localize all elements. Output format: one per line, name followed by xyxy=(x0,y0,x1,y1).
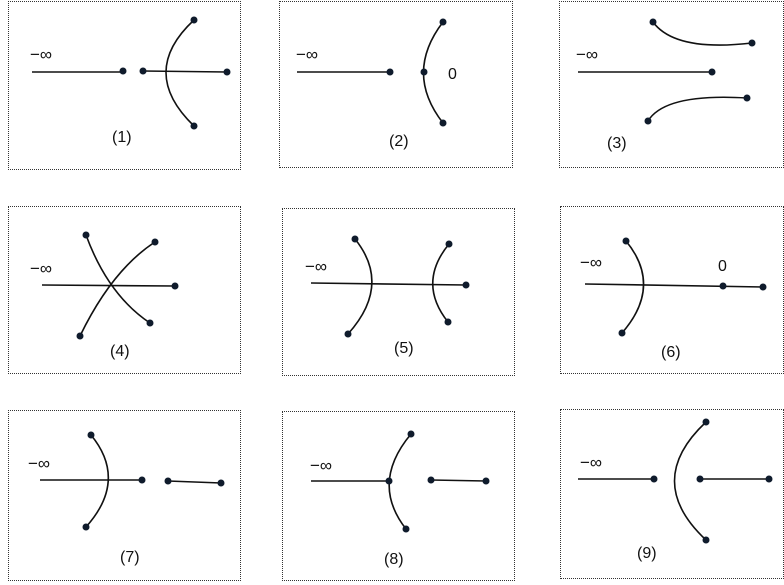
pole-point xyxy=(407,430,415,438)
branch-curve xyxy=(621,240,645,334)
pole-point xyxy=(743,94,751,102)
branch-curve xyxy=(79,241,156,337)
zero-label: 0 xyxy=(448,66,457,83)
panel-8 xyxy=(282,411,515,581)
pole-point xyxy=(146,319,154,327)
pole-point xyxy=(82,523,90,531)
panel-5-lines xyxy=(310,238,467,335)
panel-9-lines xyxy=(578,421,769,541)
pole-point xyxy=(386,68,394,76)
pole-point xyxy=(223,68,231,76)
branch-curve xyxy=(647,96,748,122)
zero-label: 0 xyxy=(718,258,727,275)
panel-label: (4) xyxy=(110,343,130,360)
pole-point xyxy=(650,475,658,483)
branch-curve xyxy=(652,21,753,46)
pole-point xyxy=(420,68,428,76)
pole-point xyxy=(427,476,435,484)
real-axis-segment xyxy=(584,283,764,288)
infinity-label: −∞ xyxy=(30,259,53,278)
panel-label: (8) xyxy=(384,551,404,568)
pole-point xyxy=(138,476,146,484)
real-axis-segment xyxy=(310,282,467,286)
pole-point xyxy=(482,477,490,485)
panel-label: (7) xyxy=(120,549,140,566)
pole-point xyxy=(439,18,447,26)
pole-point xyxy=(190,16,198,24)
panel-4 xyxy=(8,206,241,374)
pole-point xyxy=(719,282,727,290)
real-axis-segment xyxy=(41,284,176,287)
pole-point xyxy=(765,475,773,483)
panel-7-lines xyxy=(40,434,222,528)
pole-point xyxy=(139,67,147,75)
infinity-label: −∞ xyxy=(28,454,51,473)
pole-point xyxy=(748,39,756,47)
pole-point xyxy=(462,281,470,289)
pole-point xyxy=(702,418,710,426)
panel-1-lines xyxy=(32,19,228,127)
real-axis-segment xyxy=(430,479,487,482)
pole-point xyxy=(76,332,84,340)
panel-2 xyxy=(279,1,513,168)
pole-point xyxy=(87,431,95,439)
panel-label: (9) xyxy=(637,545,657,562)
pole-point xyxy=(444,318,452,326)
pole-point xyxy=(171,282,179,290)
real-axis-segment xyxy=(142,70,228,73)
panel-4-lines xyxy=(41,234,176,337)
pole-point xyxy=(385,477,393,485)
pole-point xyxy=(439,119,447,127)
panel-label: (6) xyxy=(661,344,681,361)
panel-3 xyxy=(559,1,784,168)
real-axis-segment xyxy=(167,480,222,484)
panel-6-lines xyxy=(584,240,764,334)
infinity-label: −∞ xyxy=(576,45,599,64)
pole-point xyxy=(82,231,90,239)
pole-point xyxy=(351,235,359,243)
panel-6 xyxy=(560,206,784,374)
branch-curve xyxy=(165,19,195,127)
panel-9 xyxy=(560,409,784,579)
infinity-label: −∞ xyxy=(30,45,53,64)
branch-curve xyxy=(431,243,450,323)
infinity-label: −∞ xyxy=(305,257,328,276)
infinity-label: −∞ xyxy=(296,45,319,64)
pole-point xyxy=(696,475,704,483)
pole-point xyxy=(759,283,767,291)
pole-point xyxy=(622,237,630,245)
panel-label: (3) xyxy=(607,135,627,152)
pole-point xyxy=(649,18,657,26)
pole-point xyxy=(151,238,159,246)
infinity-label: −∞ xyxy=(580,253,603,272)
panel-7 xyxy=(8,410,241,581)
branch-curve xyxy=(85,434,110,528)
branch-curve xyxy=(673,421,707,541)
pole-point xyxy=(344,330,352,338)
panel-label: (5) xyxy=(394,340,414,357)
pole-point xyxy=(708,68,716,76)
pole-point xyxy=(644,117,652,125)
panel-label: (2) xyxy=(389,133,409,150)
pole-point xyxy=(190,122,198,130)
pole-point xyxy=(217,479,225,487)
panel-label: (1) xyxy=(112,129,132,146)
branch-curve xyxy=(85,234,151,324)
pole-point xyxy=(702,536,710,544)
infinity-label: −∞ xyxy=(310,456,333,475)
panel-5 xyxy=(282,208,515,376)
pole-point xyxy=(445,240,453,248)
pole-point xyxy=(119,67,127,75)
infinity-label: −∞ xyxy=(580,453,603,472)
pole-point xyxy=(164,477,172,485)
branch-curve xyxy=(347,238,373,335)
pole-point xyxy=(402,525,410,533)
panel-3-lines xyxy=(578,21,753,122)
panel-1 xyxy=(8,1,241,170)
pole-point xyxy=(618,329,626,337)
panel-8-lines xyxy=(311,433,487,530)
